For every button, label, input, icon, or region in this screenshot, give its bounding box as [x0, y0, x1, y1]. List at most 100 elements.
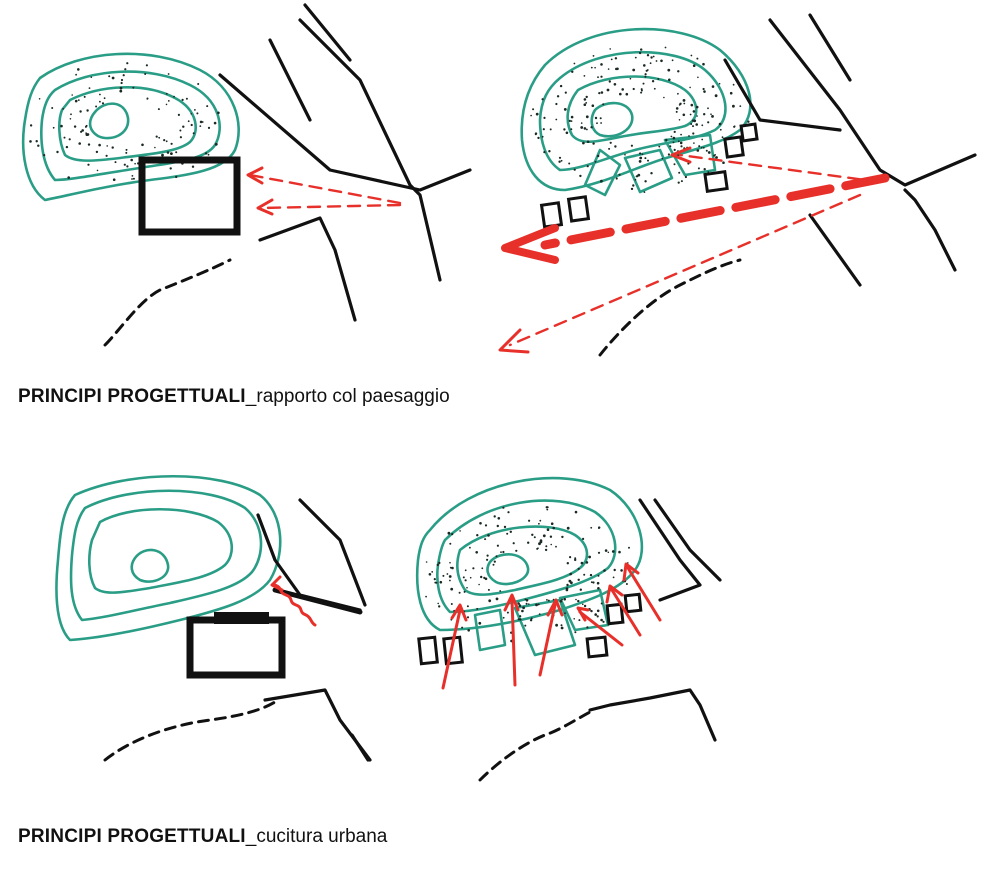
stipple-dot [124, 68, 127, 71]
stipple-dot [707, 107, 709, 110]
stipple-dot [675, 110, 678, 113]
stipple-dot [585, 95, 588, 99]
stipple-dot [555, 118, 558, 121]
stipple-dot [111, 76, 115, 80]
stipple-dot [431, 571, 434, 573]
existing-building-left [138, 156, 241, 236]
stipple-dot [594, 116, 598, 120]
stipple-dot [83, 95, 86, 98]
stipple-dot [190, 113, 192, 115]
stipple-dot [625, 92, 629, 96]
roads-right-2 [588, 498, 722, 742]
stipple-dot [614, 57, 618, 60]
stipple-dot [671, 59, 674, 62]
stipple-dot [653, 87, 656, 90]
stipple-dot [492, 563, 495, 566]
stipple-dot [683, 102, 686, 105]
stipple-dot [170, 142, 173, 145]
stipple-dot [609, 141, 612, 144]
stipple-dot [650, 172, 653, 175]
stipple-dot [425, 561, 428, 563]
stipple-dot [677, 181, 680, 184]
stipple-dot [38, 98, 41, 100]
stipple-dot [564, 612, 566, 615]
stipple-dot [125, 151, 128, 154]
stipple-dot [615, 177, 618, 180]
stipple-dot [217, 111, 220, 115]
stipple-dot [487, 534, 490, 537]
stipple-dot [194, 109, 196, 111]
stipple-dot [75, 73, 77, 76]
stipple-dot [84, 125, 87, 128]
stipple-dot [632, 87, 635, 91]
stipple-dot [535, 603, 538, 607]
stipple-dot [609, 48, 611, 50]
stipple-dot [615, 67, 618, 71]
stipple-dot [552, 526, 555, 530]
hill-contours-left [21, 52, 240, 202]
stipple-dot [592, 581, 595, 584]
stipple-dot [583, 103, 587, 106]
stipple-dot [77, 68, 80, 71]
stipple-dot [451, 566, 454, 570]
stipple-dot [179, 129, 182, 132]
stipple-dot [493, 515, 496, 518]
stipple-dot [546, 599, 548, 601]
stipple-dot [721, 136, 724, 139]
stipple-dot [199, 125, 202, 127]
stipple-dot [466, 605, 469, 608]
dashed-path-left [103, 258, 232, 347]
stipple-dot [99, 93, 101, 96]
stipple-dot [158, 136, 161, 139]
stitching-arrows[interactable] [441, 562, 662, 690]
stipple-dot [621, 88, 624, 91]
stipple-dot [65, 145, 69, 149]
stipple-dot [608, 147, 611, 150]
stipple-dot [679, 102, 682, 106]
stipple-dot [663, 96, 665, 99]
stipple-dot [71, 94, 73, 96]
stipple-dot [638, 51, 642, 55]
stipple-dot [702, 146, 705, 149]
stipple-dot [478, 621, 482, 625]
stipple-dot [590, 526, 593, 529]
stipple-dot [604, 549, 608, 552]
stipple-dot [86, 133, 90, 136]
stipple-dot [665, 138, 668, 142]
stipple-dot [637, 173, 641, 177]
vegetation-dots-right [530, 46, 750, 194]
wavy-connector-arrow[interactable] [273, 583, 317, 627]
stipple-dot [476, 607, 479, 610]
stipple-dot [447, 531, 451, 535]
stipple-dot [438, 561, 441, 565]
stipple-dot [165, 92, 168, 95]
stipple-dot [542, 128, 545, 131]
stipple-dot [711, 85, 715, 88]
stipple-dot [639, 156, 643, 160]
stipple-dot [425, 595, 427, 598]
view-arrows-right[interactable] [498, 146, 890, 354]
view-arrows-left[interactable] [246, 166, 402, 216]
stipple-dot [582, 603, 584, 606]
stipple-dot [696, 115, 698, 117]
stipple-dot [201, 121, 204, 123]
stipple-dot [597, 154, 600, 158]
stipple-dot [120, 78, 124, 82]
stipple-dot [739, 105, 742, 107]
stipple-dot [495, 555, 498, 558]
stipple-dot [703, 168, 706, 171]
stipple-dot [566, 526, 570, 530]
stipple-dot [585, 561, 589, 564]
stipple-dot [527, 541, 530, 544]
stipple-dot [597, 587, 600, 590]
stipple-dot [597, 76, 599, 79]
stipple-dot [640, 88, 643, 91]
stipple-dot [568, 119, 571, 122]
roads-left-2 [256, 498, 372, 762]
stipple-dot [624, 154, 626, 156]
stipple-dot [606, 88, 610, 92]
stipple-dot [467, 629, 471, 632]
stipple-dot [525, 599, 529, 602]
stipple-dot [529, 619, 533, 622]
stipple-dot [437, 602, 440, 605]
